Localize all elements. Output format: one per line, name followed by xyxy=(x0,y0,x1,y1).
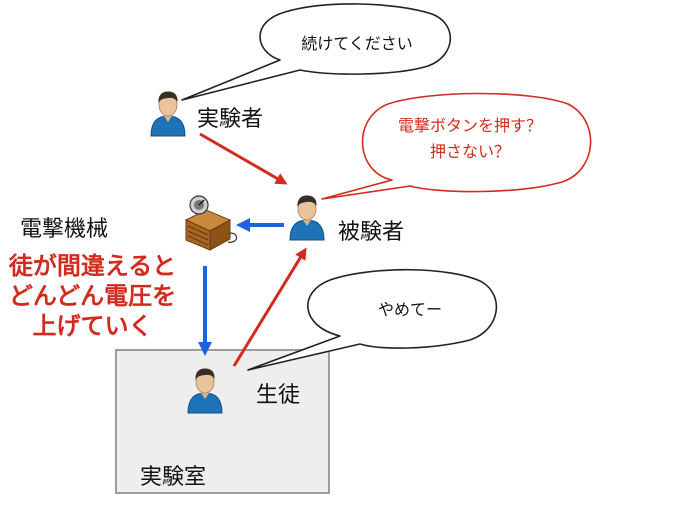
experimenter-speech-text: 続けてください xyxy=(301,34,413,53)
student-speech-bubble xyxy=(247,268,498,371)
arrow-student-to-subject xyxy=(232,247,307,367)
experimenter-person-icon xyxy=(150,91,186,137)
subject-person-icon xyxy=(289,195,325,241)
shock-machine-icon xyxy=(184,195,238,251)
experimenter-speech-bubble xyxy=(181,3,452,101)
arrow-experimenter-to-subject xyxy=(199,132,288,185)
subject-thought-line: 押さない？ xyxy=(429,142,510,161)
machine-note-line: どんどん電圧を xyxy=(8,282,177,310)
machine-note-line: 徒が間違えると xyxy=(8,252,177,280)
subject-thought-line: 電撃ボタンを押す？ xyxy=(397,116,542,135)
subject-thought-text: 電撃ボタンを押す？ 押さない？ xyxy=(370,113,570,165)
lab-room-label: 実験室 xyxy=(140,465,207,490)
machine-note: 徒が間違えると どんどん電圧を 上げていく xyxy=(0,251,185,341)
machine-note-line: 上げていく xyxy=(32,312,153,340)
student-person-icon xyxy=(187,368,223,414)
student-label: 生徒 xyxy=(256,383,301,408)
machine-label: 電撃機械 xyxy=(20,217,109,242)
lab-room-box xyxy=(115,349,330,494)
student-speech-text: やめてー xyxy=(377,300,442,319)
subject-thought-bubble xyxy=(321,92,592,200)
subject-label: 被験者 xyxy=(338,220,405,245)
experimenter-label: 実験者 xyxy=(197,107,264,132)
